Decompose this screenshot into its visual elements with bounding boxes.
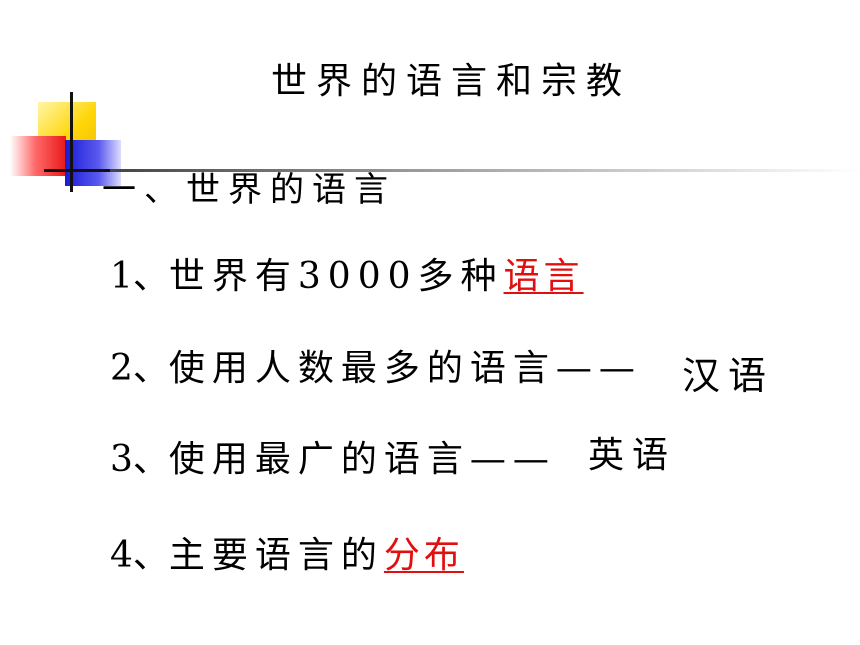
item-text: 主要语言的 bbox=[168, 535, 384, 576]
list-item-4: 4、主要语言的分布 bbox=[110, 526, 464, 578]
item-prefix: 1、 bbox=[110, 256, 169, 297]
decorative-fading-line bbox=[110, 169, 860, 172]
item-prefix: 4、 bbox=[110, 535, 169, 576]
answer-english: 英语 bbox=[588, 435, 677, 476]
decorative-vertical-line bbox=[70, 92, 73, 192]
decorative-blue-square bbox=[65, 140, 121, 186]
section-heading: 一、世界的语言 bbox=[102, 170, 396, 210]
item-prefix: 2、 bbox=[110, 348, 169, 389]
list-item-1: 1、世界有3000多种语言 bbox=[110, 247, 584, 299]
list-item-2: 2、使用人数最多的语言—— bbox=[110, 339, 642, 391]
answer-chinese: 汉语 bbox=[682, 354, 775, 398]
link-distribution[interactable]: 分布 bbox=[383, 535, 464, 576]
list-item-3: 3、使用最广的语言—— bbox=[110, 430, 556, 482]
item-prefix: 3、 bbox=[110, 439, 169, 480]
item-text: 世界有3000多种 bbox=[168, 256, 504, 297]
link-language[interactable]: 语言 bbox=[503, 256, 584, 297]
item-text: 使用最广的语言—— bbox=[168, 439, 556, 480]
item-text: 使用人数最多的语言—— bbox=[168, 348, 642, 389]
slide-title: 世界的语言和宗教 bbox=[270, 61, 631, 102]
decorative-horizontal-line bbox=[44, 169, 114, 172]
